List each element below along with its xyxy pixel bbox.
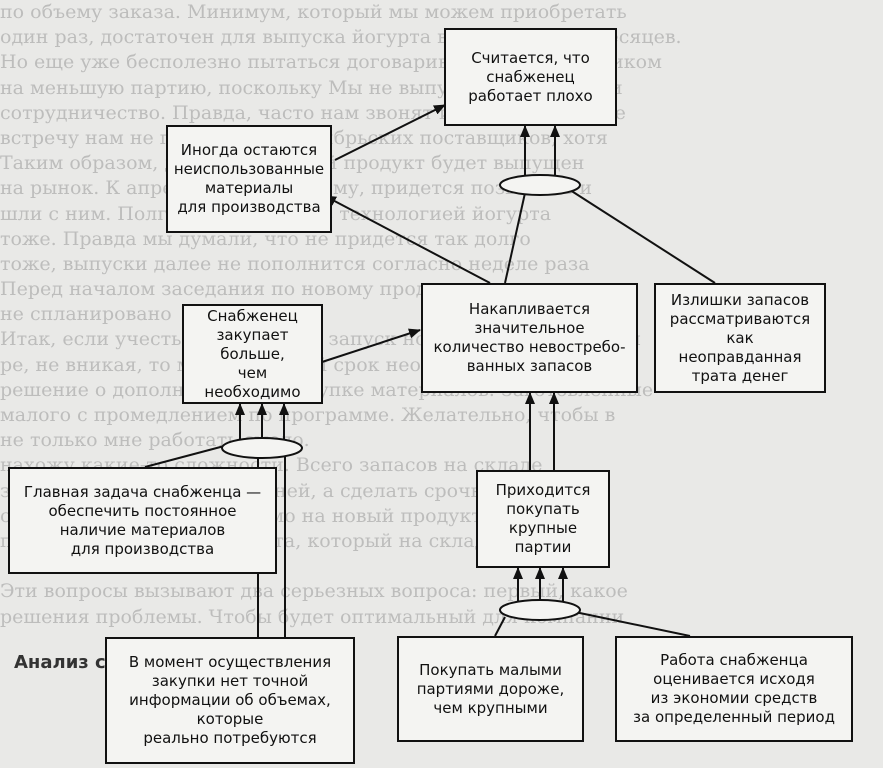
edge-buys-to-accumulates [321, 328, 421, 363]
and-connector-top [499, 174, 581, 196]
node-evaluated: Работа снабженца оценивается исходя из э… [615, 636, 853, 742]
node-large-batches-text: Приходится покупать крупные партии [495, 481, 591, 556]
edge-unused-to-bad [334, 104, 446, 161]
edge-accumulates-to-unused [324, 195, 491, 284]
node-buys-more: Снабженец закупает больше, чем необходим… [182, 304, 323, 404]
node-main-task-text: Главная задача снабженца — обеспечить по… [23, 482, 262, 558]
edge-accumulates-to-and1 [504, 192, 526, 284]
background-text-line: по объему заказа. Минимум, который мы мо… [0, 1, 627, 23]
node-no-info-text: В момент осуществления закупки нет точно… [128, 653, 332, 747]
node-excess-waste-text: Излишки запасов рассматриваются как неоп… [669, 290, 811, 385]
background-text-line: не спланировано [0, 303, 172, 326]
and-connector-bottom [499, 599, 581, 621]
node-buys-more-text: Снабженец закупает больше, чем необходим… [204, 306, 301, 401]
node-unused-materials: Иногда остаются неиспользованные материа… [166, 125, 332, 233]
edge-small-to-and3 [494, 616, 506, 637]
background-text-line: решения проблемы. Чтобы будет оптимальны… [0, 605, 625, 628]
node-small-expensive: Покупать малыми партиями дороже, чем кру… [397, 636, 584, 742]
and-connector-left [221, 437, 303, 459]
node-accumulates: Накапливается значительное количество не… [421, 283, 638, 393]
node-accumulates-text: Накапливается значительное количество не… [433, 300, 626, 375]
edge-evaluated-to-and3 [574, 611, 691, 637]
edge-excess-to-and1 [569, 189, 716, 284]
node-no-info: В момент осуществления закупки нет точно… [105, 637, 355, 764]
background-text-line: тоже. Правда мы думали, что не придется … [0, 227, 531, 250]
node-main-task: Главная задача снабженца — обеспечить по… [8, 467, 277, 574]
background-text-line: тоже, выпуски далее не пополнится соглас… [0, 252, 590, 275]
edge-main-to-and2 [144, 444, 229, 468]
node-small-expensive-text: Покупать малыми партиями дороже, чем кру… [416, 660, 565, 717]
node-excess-waste: Излишки запасов рассматриваются как неоп… [654, 283, 826, 393]
node-bad-work-text: Считается, что снабженец работает плохо [468, 48, 593, 105]
node-bad-work: Считается, что снабженец работает плохо [444, 28, 617, 126]
node-evaluated-text: Работа снабженца оценивается исходя из э… [633, 651, 835, 726]
node-large-batches: Приходится покупать крупные партии [476, 470, 610, 568]
node-unused-materials-text: Иногда остаются неиспользованные материа… [173, 141, 325, 216]
